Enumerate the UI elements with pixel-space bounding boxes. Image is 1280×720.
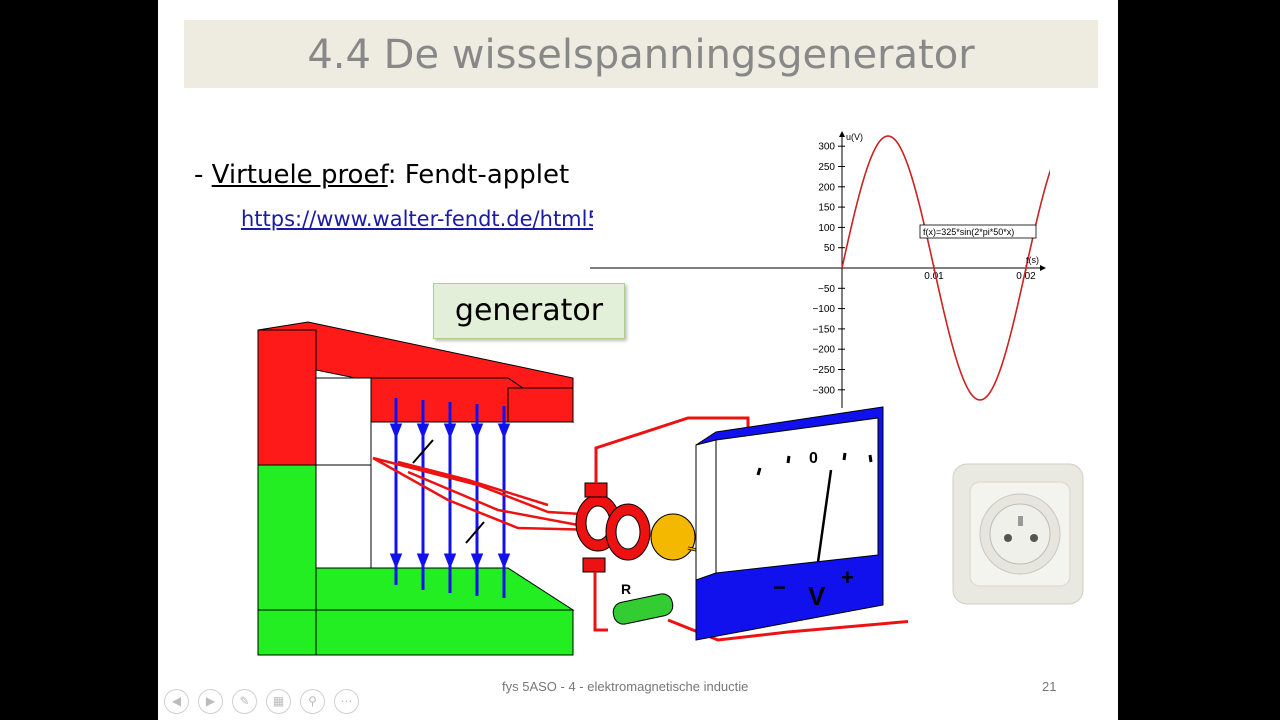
generator-illustration: R 0 − V + (257, 321, 908, 656)
sine-series-line (841, 135, 1050, 401)
y-tick-label: 50 (824, 243, 836, 254)
voltage-chart: 300 250 200 150 100 50 −50 −100 −150 −200 −250 −300… (590, 131, 1050, 408)
meter-minus-label: − (773, 575, 786, 600)
magnet (257, 321, 575, 656)
slide-title: 4.4 De wisselspanningsgenerator (307, 32, 975, 78)
more-icon[interactable]: ⋯ (334, 689, 359, 714)
pen-icon[interactable]: ✎ (232, 689, 257, 714)
y-axis-arrow (839, 131, 845, 137)
force-arrow (412, 439, 434, 464)
x-tick-label: 0.02 (1016, 271, 1036, 282)
x-axis-label: t(s) (1026, 255, 1039, 265)
bullet-dash: - (194, 160, 212, 190)
prev-icon[interactable]: ◀ (164, 689, 189, 714)
voltmeter: 0 − V + (695, 406, 884, 641)
function-label-box (919, 224, 1037, 239)
y-tick-label: 250 (818, 162, 835, 173)
y-tick-label: 300 (818, 142, 835, 153)
bullet-virtual-experiment: - Virtuele proef: Fendt-applet (194, 160, 569, 190)
force-arrow (465, 521, 485, 544)
meter-zero-label: 0 (809, 450, 818, 467)
footer-text: fys 5ASO - 4 - elektromagnetische induct… (502, 679, 749, 694)
coil-loop (372, 456, 599, 532)
slide: 4.4 De wisselspanningsgenerator - Virtue… (158, 0, 1118, 720)
power-socket-photo (952, 463, 1084, 605)
y-axis-label: u(V) (846, 132, 863, 142)
page-number: 21 (1042, 679, 1057, 694)
bullet-underlined: Virtuele proef (211, 160, 388, 190)
y-tick-label: 200 (818, 182, 835, 193)
presenter-nav: ◀ ▶ ✎ ▦ ⚲ ⋯ (164, 689, 359, 714)
title-bar: 4.4 De wisselspanningsgenerator (184, 20, 1098, 88)
applet-link[interactable]: https://www.walter-fendt.de/html5/ (241, 207, 593, 231)
y-tick-label: −100 (812, 304, 835, 315)
y-tick-label: 100 (818, 223, 835, 234)
meter-needle (816, 469, 833, 563)
slides-icon[interactable]: ▦ (266, 689, 291, 714)
meter-plus-label: + (841, 565, 854, 590)
y-tick-label: 150 (818, 203, 835, 214)
x-tick-label: 0.01 (924, 271, 944, 282)
y-tick-label: −300 (812, 385, 835, 396)
meter-unit-label: V (808, 581, 826, 611)
y-tick-label: −200 (812, 345, 835, 356)
y-tick-label: −50 (818, 284, 835, 295)
x-axis-arrow (1040, 265, 1046, 271)
y-tick-label: −250 (812, 365, 835, 376)
bullet-rest: : Fendt-applet (387, 160, 570, 190)
resistor-label: R (621, 581, 631, 597)
slip-rings (575, 482, 651, 573)
resistor: R (612, 581, 674, 625)
y-tick-label: −150 (812, 324, 835, 335)
generator-label: generator (433, 283, 625, 339)
zoom-icon[interactable]: ⚲ (300, 689, 325, 714)
next-icon[interactable]: ▶ (198, 689, 223, 714)
function-label: f(x)=325*sin(2*pi*50*x) (923, 227, 1014, 237)
field-lines (389, 398, 511, 598)
